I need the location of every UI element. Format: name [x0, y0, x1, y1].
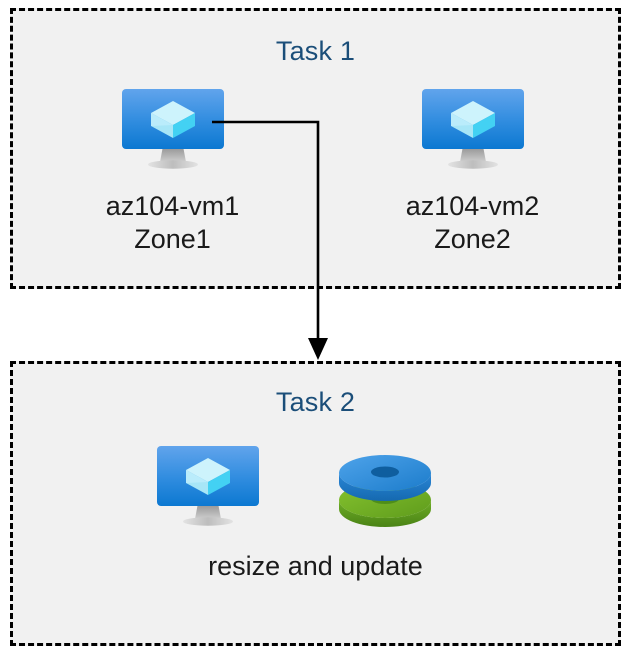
- task-1-title: Task 1: [275, 36, 356, 66]
- node-resize-vm[interactable]: [153, 443, 263, 531]
- node-az104-vm1[interactable]: az104-vm1 Zone1: [70, 86, 275, 256]
- node-label-az104-vm1: az104-vm1 Zone1: [105, 191, 240, 254]
- task-2-caption: resize and update: [208, 551, 423, 581]
- node-managed-disks[interactable]: [328, 443, 443, 533]
- task-1-panel: Task 1: [10, 8, 621, 289]
- virtual-machine-icon: [118, 86, 228, 174]
- node-label-az104-vm2: az104-vm2 Zone2: [405, 191, 540, 254]
- virtual-machine-icon: [418, 86, 528, 174]
- arrowhead-down-icon: [308, 338, 328, 360]
- task-2-title: Task 2: [275, 387, 356, 417]
- virtual-machine-icon: [153, 443, 263, 531]
- managed-disks-icon: [328, 443, 443, 533]
- node-az104-vm2[interactable]: az104-vm2 Zone2: [370, 86, 575, 256]
- task-2-panel: Task 2: [10, 361, 621, 646]
